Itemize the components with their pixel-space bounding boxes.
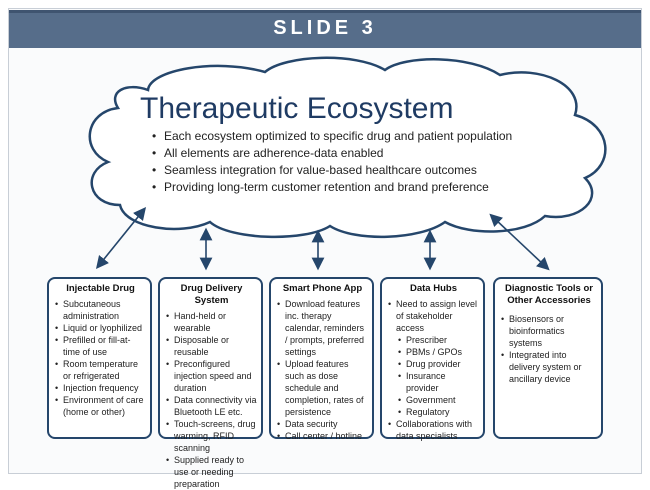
card-bullet: Call center / hotline — [277, 430, 368, 442]
card-sub-bullet: PBMs / GPOs — [388, 346, 479, 358]
card-bullet: Environment of care (home or other) — [55, 394, 146, 418]
card-bullet: Collaborations with data specialists — [388, 418, 479, 442]
card-bullets: Biosensors or bioinformatics systems Int… — [501, 313, 597, 385]
card-title: Smart Phone App — [282, 283, 363, 294]
card-injectable-drug: Injectable Drug Subcutaneous administrat… — [47, 277, 152, 439]
cloud-bullet: Providing long-term customer retention a… — [152, 179, 512, 196]
card-sub-bullet: Drug provider — [388, 358, 479, 370]
card-bullet: Preconfigured injection speed and durati… — [166, 358, 257, 394]
card-bullet: Data security — [277, 418, 368, 430]
card-bullets: Hand-held or wearable Disposable or reus… — [166, 310, 257, 490]
card-bullet: Disposable or reusable — [166, 334, 257, 358]
card-sub-bullet: Regulatory — [388, 406, 479, 418]
card-bullet: Integrated into delivery system or ancil… — [501, 349, 597, 385]
card-bullets: Subcutaneous administration Liquid or ly… — [55, 298, 146, 418]
cloud-bullet: Each ecosystem optimized to specific dru… — [152, 128, 512, 145]
card-bullets: Need to assign level of stakeholder acce… — [388, 298, 479, 442]
card-bullet: Biosensors or bioinformatics systems — [501, 313, 597, 349]
card-bullet: Need to assign level of stakeholder acce… — [388, 298, 479, 334]
card-bullet: Touch-screens, drug warming, RFID scanni… — [166, 418, 257, 454]
slide-banner: SLIDE 3 — [9, 10, 641, 48]
slide-label: SLIDE 3 — [273, 17, 377, 39]
card-bullet: Hand-held or wearable — [166, 310, 257, 334]
card-drug-delivery-system: Drug Delivery System Hand-held or wearab… — [158, 277, 263, 489]
card-bullet: Supplied ready to use or needing prepara… — [166, 454, 257, 490]
card-data-hubs: Data Hubs Need to assign level of stakeh… — [380, 277, 485, 442]
card-bullet: Liquid or lyophilized — [55, 322, 146, 334]
card-sub-bullet: Government — [388, 394, 479, 406]
cloud-bullet: All elements are adherence-data enabled — [152, 145, 512, 162]
card-sub-bullet: Insurance provider — [388, 370, 479, 394]
card-bullet: Room temperature or refrigerated — [55, 358, 146, 382]
card-bullet: Subcutaneous administration — [55, 298, 146, 322]
card-bullet: Injection frequency — [55, 382, 146, 394]
card-diagnostic-tools: Diagnostic Tools or Other Accessories Bi… — [493, 277, 603, 439]
card-bullet: Download features inc. therapy calendar,… — [277, 298, 368, 358]
card-title: Injectable Drug — [66, 283, 135, 294]
card-title: Drug Delivery System — [180, 283, 243, 306]
card-smart-phone-app: Smart Phone App Download features inc. t… — [269, 277, 374, 442]
cloud-bullet-list: Each ecosystem optimized to specific dru… — [152, 128, 512, 196]
arrow-diagnostic-tools — [489, 213, 550, 271]
card-bullets: Download features inc. therapy calendar,… — [277, 298, 368, 442]
card-sub-bullet: Prescriber — [388, 334, 479, 346]
card-bullet: Prefilled or fill-at-time of use — [55, 334, 146, 358]
card-bullet: Upload features such as dose schedule an… — [277, 358, 368, 418]
card-bullet: Data connectivity via Bluetooth LE etc. — [166, 394, 257, 418]
card-title: Data Hubs — [410, 283, 457, 294]
cloud-title: Therapeutic Ecosystem — [140, 92, 454, 125]
arrow-injectable-drug — [95, 207, 147, 269]
card-title: Diagnostic Tools or Other Accessories — [505, 283, 593, 306]
cloud-bullet: Seamless integration for value-based hea… — [152, 162, 512, 179]
